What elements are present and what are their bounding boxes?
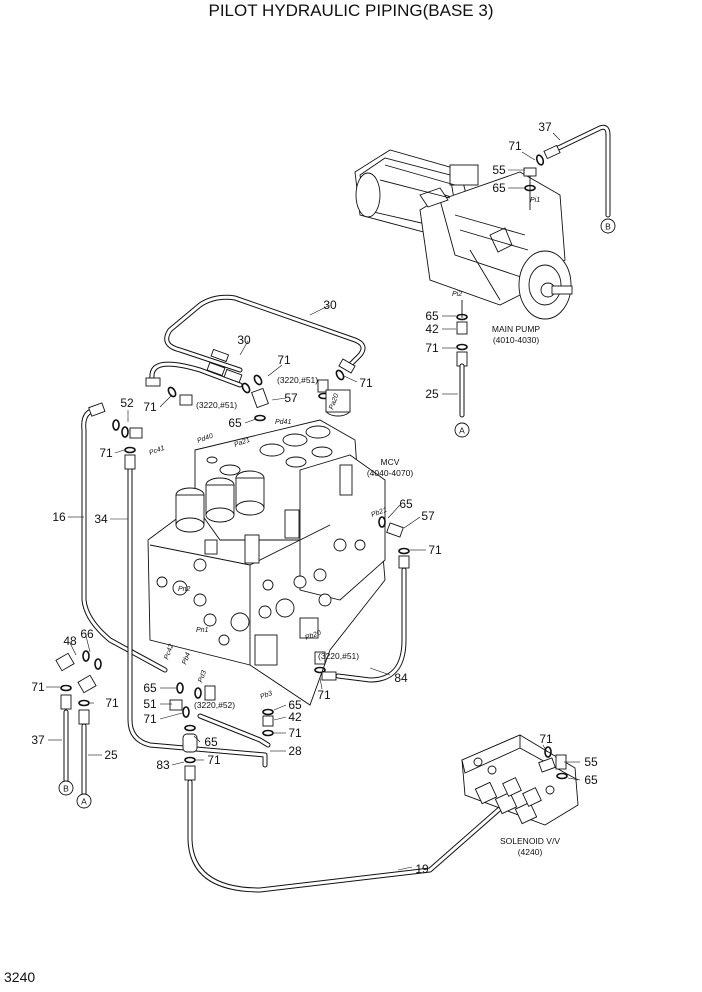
port-label: Pc41 bbox=[148, 445, 165, 457]
callout: 84 bbox=[394, 671, 408, 685]
pipe-30 bbox=[145, 294, 366, 388]
callout: 71 bbox=[288, 726, 302, 740]
pump-pi1-fittings bbox=[523, 124, 611, 218]
callout: 71 bbox=[508, 139, 522, 153]
lower-left-fittings bbox=[55, 650, 102, 796]
callout: 57 bbox=[421, 509, 435, 523]
callout: 19 bbox=[415, 862, 429, 876]
callout: 83 bbox=[156, 758, 170, 772]
ref-label: (3220,#51) bbox=[277, 375, 318, 385]
callout: 65 bbox=[288, 698, 302, 712]
callout: 48 bbox=[63, 634, 77, 648]
port-label: Pd3 bbox=[197, 669, 208, 683]
solenoid-range: (4240) bbox=[518, 847, 543, 857]
svg-text:A: A bbox=[81, 797, 87, 807]
connector-a-left: A bbox=[76, 793, 92, 809]
ref-label: (3220,#51) bbox=[318, 651, 359, 661]
callout: 71 bbox=[105, 696, 119, 710]
leader-lines bbox=[46, 132, 581, 871]
callout: 71 bbox=[317, 688, 331, 702]
mcv-drawing bbox=[147, 389, 386, 706]
callout: 57 bbox=[284, 391, 298, 405]
callout: 71 bbox=[99, 446, 113, 460]
connector-b-left: B bbox=[58, 780, 74, 796]
callout: 42 bbox=[288, 710, 302, 724]
callout: 65 bbox=[492, 181, 506, 195]
callout: 34 bbox=[94, 512, 108, 526]
port-label: Pi2 bbox=[452, 291, 462, 298]
callout: 28 bbox=[288, 744, 302, 758]
callout: 25 bbox=[104, 748, 118, 762]
callout: 55 bbox=[492, 163, 506, 177]
callout: 30 bbox=[237, 333, 251, 347]
solenoid-valve-drawing bbox=[461, 734, 579, 826]
ref-label: (3220,#51) bbox=[196, 400, 237, 410]
callout: 65 bbox=[204, 735, 218, 749]
port-label: Pd40 bbox=[196, 433, 214, 445]
page-number: 3240 bbox=[4, 969, 35, 985]
port-label: Pd41 bbox=[275, 419, 291, 426]
callout: 71 bbox=[143, 400, 157, 414]
callout: 51 bbox=[143, 697, 157, 711]
top-fittings bbox=[167, 369, 345, 422]
main-pump-label: MAIN PUMP bbox=[492, 324, 541, 334]
callout: 65 bbox=[228, 416, 242, 430]
port-label: Pn1 bbox=[196, 627, 209, 634]
main-pump-drawing bbox=[354, 149, 573, 320]
callout: 42 bbox=[425, 322, 439, 336]
callout: 71 bbox=[207, 753, 221, 767]
port-label: Pi1 bbox=[530, 197, 540, 204]
callout: 71 bbox=[428, 543, 442, 557]
callout: 65 bbox=[584, 773, 598, 787]
callout: 55 bbox=[584, 755, 598, 769]
callout: 71 bbox=[31, 680, 45, 694]
mcv-label: MCV bbox=[381, 457, 400, 467]
page-title: PILOT HYDRAULIC PIPING(BASE 3) bbox=[209, 1, 494, 20]
port-label: Pb4 bbox=[181, 651, 192, 665]
svg-text:A: A bbox=[459, 426, 465, 436]
callout: 71 bbox=[425, 341, 439, 355]
callout: 66 bbox=[80, 627, 94, 641]
callout: 71 bbox=[359, 376, 373, 390]
pump-pi2-fittings bbox=[456, 300, 468, 418]
mcv-right-fittings bbox=[314, 516, 410, 683]
port-label: Pc42 bbox=[163, 643, 175, 660]
callout: 25 bbox=[425, 387, 439, 401]
mcv-range: (4040-4070) bbox=[367, 468, 413, 478]
ref-label: (3220,#52) bbox=[194, 700, 235, 710]
port-label: Pn2 bbox=[178, 586, 191, 593]
callout: 71 bbox=[277, 353, 291, 367]
solenoid-label: SOLENOID V/V bbox=[500, 836, 560, 846]
callout: 65 bbox=[143, 681, 157, 695]
callout: 16 bbox=[52, 510, 66, 524]
callout: 37 bbox=[31, 733, 45, 747]
connector-b-top: B bbox=[600, 218, 616, 234]
callout: 30 bbox=[323, 298, 337, 312]
main-pump-range: (4010-4030) bbox=[493, 335, 539, 345]
callout: 65 bbox=[399, 497, 413, 511]
lower-middle-fittings bbox=[169, 682, 531, 893]
callout: 65 bbox=[425, 309, 439, 323]
callout: 71 bbox=[539, 732, 553, 746]
left-hoses bbox=[81, 402, 268, 768]
port-label: Pb3 bbox=[259, 690, 273, 701]
callout: 52 bbox=[120, 396, 134, 410]
callout: 71 bbox=[143, 712, 157, 726]
svg-text:B: B bbox=[63, 784, 69, 794]
callout: 37 bbox=[538, 120, 552, 134]
connector-a-right: A bbox=[454, 422, 470, 438]
svg-text:B: B bbox=[605, 222, 611, 232]
